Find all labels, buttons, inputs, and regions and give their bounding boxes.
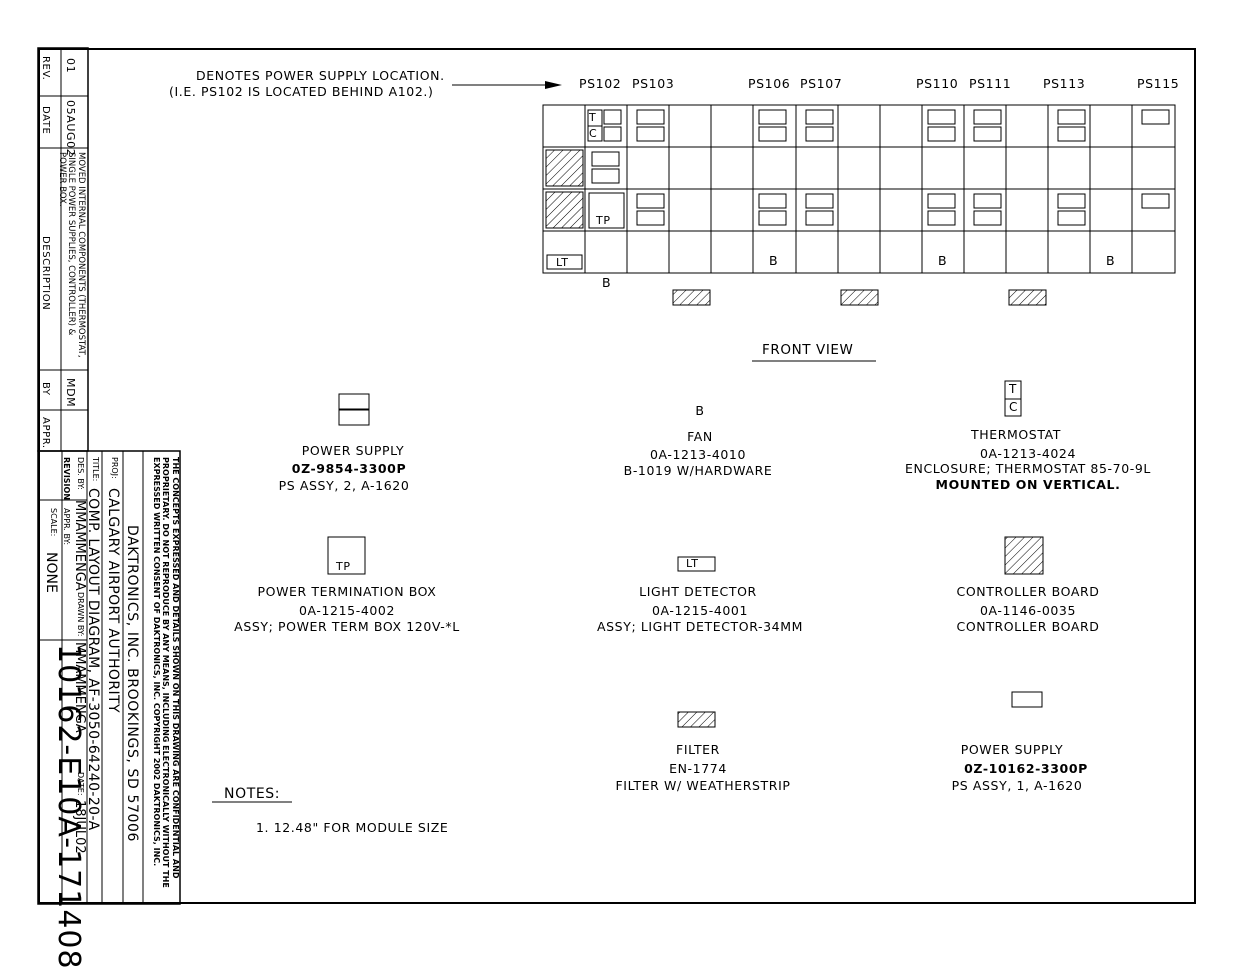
ps-label: PS107 bbox=[800, 76, 843, 91]
grid-fan-label: B bbox=[1106, 253, 1116, 268]
date-value: 05AUG02 bbox=[64, 100, 77, 157]
legend-light-detector-name: LIGHT DETECTOR bbox=[639, 584, 757, 599]
ps-label: PS113 bbox=[1043, 76, 1086, 91]
grid-thermostat-t: T bbox=[589, 111, 597, 124]
legend-filter-desc: FILTER W/ WEATHERSTRIP bbox=[615, 778, 791, 793]
legend-power-supply-1-part: 0Z-10162-3300P bbox=[964, 761, 1088, 776]
grid-lt-label: LT bbox=[556, 256, 569, 269]
grid-tp-label: TP bbox=[596, 214, 611, 227]
rev-value: 01 bbox=[64, 58, 77, 74]
legend-power-supply-1-desc: PS ASSY, 1, A-1620 bbox=[951, 778, 1083, 793]
denotes-line1: DENOTES POWER SUPPLY LOCATION. bbox=[196, 68, 445, 83]
legend-light-detector-desc: ASSY; LIGHT DETECTOR-34MM bbox=[596, 619, 804, 634]
legend-fan-desc: B-1019 W/HARDWARE bbox=[623, 463, 773, 478]
legend-controller-name: CONTROLLER BOARD bbox=[956, 584, 1100, 599]
scale-label: SCALE: bbox=[49, 508, 58, 537]
drawn-by-label: DRAWN BY: bbox=[76, 592, 85, 637]
ps-label: PS115 bbox=[1137, 76, 1180, 91]
ps-label: PS110 bbox=[916, 76, 959, 91]
legend-fan-part: 0A-1213-4010 bbox=[649, 447, 747, 462]
drawing-number: 10162-E10A-171408 bbox=[51, 644, 86, 970]
des-by-label: DES. BY: bbox=[76, 457, 85, 490]
date-header: DATE bbox=[40, 106, 51, 135]
grid-fan-label: B bbox=[938, 253, 948, 268]
scale-value: NONE bbox=[43, 552, 59, 593]
ps-label: PS106 bbox=[748, 76, 791, 91]
ps-label: PS102 bbox=[579, 76, 622, 91]
legend-controller-part: 0A-1146-0035 bbox=[979, 603, 1077, 618]
legend-fan-symbol: B bbox=[695, 403, 705, 418]
legend-power-term-desc: ASSY; POWER TERM BOX 120V-*L bbox=[234, 619, 460, 634]
legend-power-supply-2-desc: PS ASSY, 2, A-1620 bbox=[278, 478, 410, 493]
drawing-title: COMP. LAYOUT DIAGRAM, AF-3050-64240-20-A bbox=[85, 488, 101, 831]
appr-header: APPR. bbox=[40, 417, 51, 449]
front-view-label: FRONT VIEW bbox=[762, 342, 854, 358]
ps-label: PS103 bbox=[632, 76, 675, 91]
legend-power-supply-2-name: POWER SUPPLY bbox=[301, 443, 405, 458]
legend-filter-name: FILTER bbox=[676, 742, 720, 757]
legend-thermostat-part: 0A-1213-4024 bbox=[979, 446, 1077, 461]
legend-power-supply-2-part: 0Z-9854-3300P bbox=[291, 461, 407, 476]
notes-heading: NOTES: bbox=[224, 786, 281, 802]
legend-filter-part: EN-1774 bbox=[669, 761, 727, 776]
drawing-border bbox=[38, 48, 1196, 904]
legend-lt-symbol: LT bbox=[686, 557, 699, 570]
by-header: BY bbox=[40, 382, 51, 396]
legend-thermostat-note: MOUNTED ON VERTICAL. bbox=[935, 477, 1121, 492]
revision-label: REVISION bbox=[62, 457, 71, 501]
appr-by-label: APPR. BY: bbox=[62, 508, 71, 546]
grid-thermostat-c: C bbox=[589, 127, 598, 140]
by-value: MDM bbox=[64, 378, 77, 408]
project-name: CALGARY AIRPORT AUTHORITY bbox=[105, 488, 121, 713]
rev-header: REV. bbox=[40, 56, 51, 81]
ps-label: PS111 bbox=[969, 76, 1012, 91]
grid-fan-label: B bbox=[602, 275, 612, 290]
note-item: 1. 12.48" FOR MODULE SIZE bbox=[256, 820, 449, 835]
confidential-notice: THE CONCEPTS EXPRESSED AND DETAILS SHOWN… bbox=[152, 457, 180, 888]
legend-thermostat-desc: ENCLOSURE; THERMOSTAT 85-70-9L bbox=[905, 461, 1151, 476]
proj-label: PROJ: bbox=[110, 457, 119, 479]
description-header: DESCRIPTION bbox=[40, 236, 51, 311]
grid-fan-label: B bbox=[769, 253, 779, 268]
designed-by: MMAMMENGA bbox=[72, 500, 87, 591]
title-label: TITLE: bbox=[91, 457, 100, 482]
legend-thermostat-c: C bbox=[1009, 400, 1018, 414]
denotes-line2: (I.E. PS102 IS LOCATED BEHIND A102.) bbox=[169, 84, 434, 99]
legend-controller-desc: CONTROLLER BOARD bbox=[956, 619, 1100, 634]
legend-fan-name: FAN bbox=[687, 429, 713, 444]
legend-power-term-name: POWER TERMINATION BOX bbox=[257, 584, 437, 599]
legend-power-supply-1-name: POWER SUPPLY bbox=[960, 742, 1064, 757]
legend-thermostat-name: THERMOSTAT bbox=[970, 427, 1062, 442]
company-name: DAKTRONICS, INC. BROOKINGS, SD 57006 bbox=[124, 525, 140, 842]
description-value: MOVED INTERNAL COMPONENTS (THERMOSTAT, S… bbox=[57, 152, 86, 358]
legend-thermostat-t: T bbox=[1009, 382, 1017, 396]
legend-power-term-part: 0A-1215-4002 bbox=[298, 603, 396, 618]
module-grid bbox=[542, 104, 1176, 274]
legend-tp-symbol: TP bbox=[336, 560, 351, 573]
legend-light-detector-part: 0A-1215-4001 bbox=[651, 603, 749, 618]
